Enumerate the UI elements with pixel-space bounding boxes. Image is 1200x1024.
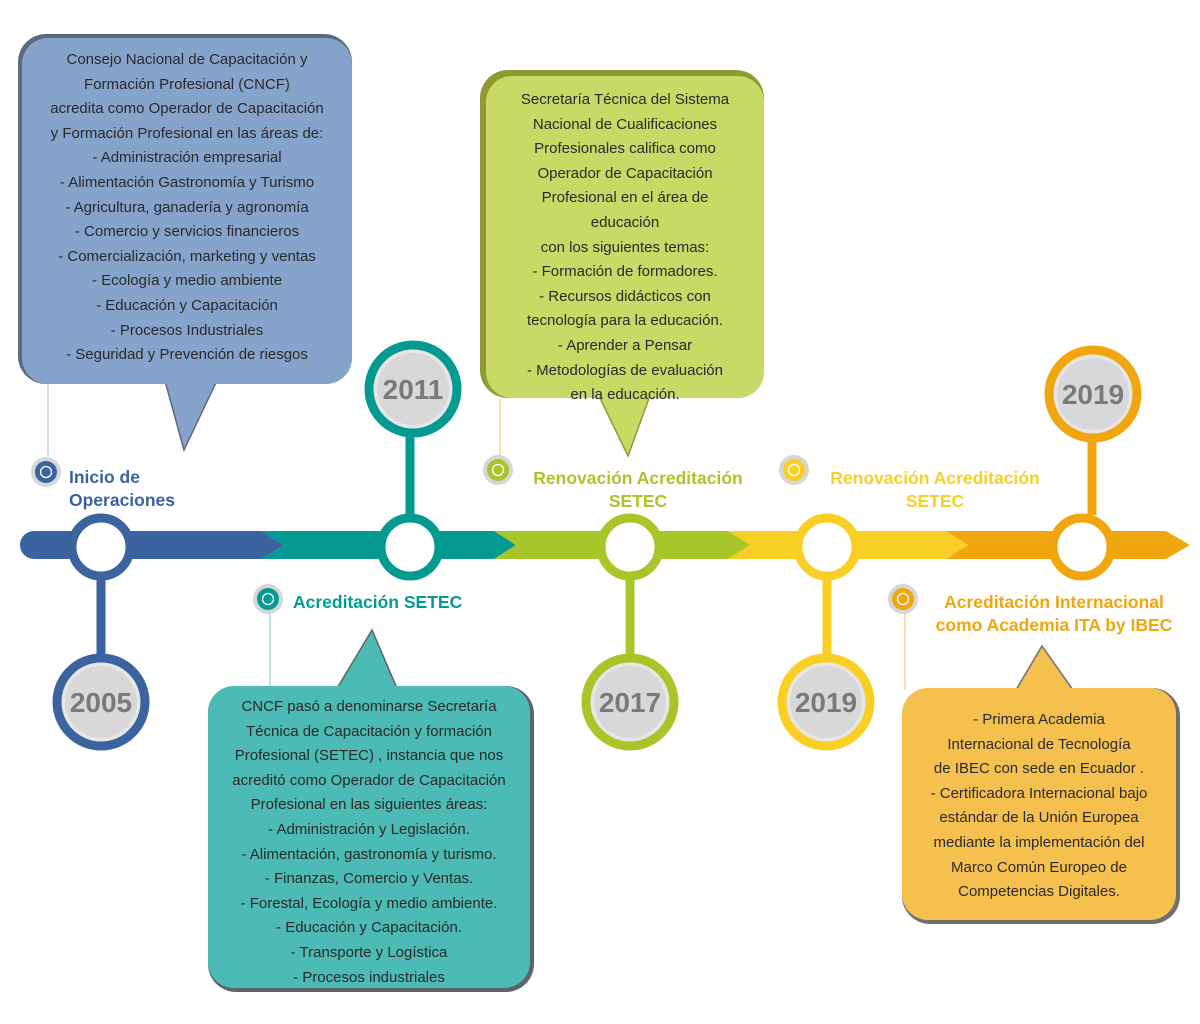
axis-ring-2019a xyxy=(793,513,861,581)
axis-ring-2017 xyxy=(596,513,664,581)
event-line: SETEC xyxy=(905,491,965,511)
year-badge-2017: 2017 xyxy=(581,653,679,751)
bubble-text-line: acreditó como Operador de Capacitación xyxy=(232,771,506,789)
bubble-text-line: - Metodologías de evaluación xyxy=(527,361,723,379)
bullet-icon-2017 xyxy=(483,455,513,485)
bubble-text-line: Competencias Digitales. xyxy=(958,883,1120,901)
bubble-text-line: - Aprender a Pensar xyxy=(557,336,693,354)
bubble-text-line: Operador de Capacitación xyxy=(537,164,713,182)
event-label-2017: Renovación Acreditación SETEC xyxy=(518,467,758,513)
year-badge-2005: 2005 xyxy=(52,653,150,751)
bubble-text-line: - Finanzas, Comercio y Ventas. xyxy=(264,870,474,888)
event-line: SETEC xyxy=(608,491,668,511)
bubble-text-line: Formación Profesional (CNCF) xyxy=(84,75,290,93)
bubble-text-line: - Comercialización, marketing y ventas xyxy=(58,247,316,265)
bubble-text-line: Secretaría Técnica del Sistema xyxy=(520,91,730,108)
timeline-arrow xyxy=(20,531,1190,559)
axis-ring-2019b xyxy=(1048,513,1116,581)
event-label-2011: Acreditación SETEC xyxy=(293,591,462,614)
bubble-text-line: - Educación y Capacitación xyxy=(96,296,278,314)
year-badge-2011: 2011 xyxy=(364,340,462,438)
bubble-text-line: acredita como Operador de Capacitación xyxy=(50,100,324,118)
arrow-segment-blue xyxy=(20,531,284,559)
bullet-icon-2011 xyxy=(253,584,283,614)
axis-ring-2005 xyxy=(67,513,135,581)
year-text-2019a: 2019 xyxy=(795,687,857,718)
event-label-2019b: Acreditación Internacional como Academia… xyxy=(918,591,1190,637)
bubble-text-line: - Recursos didácticos con xyxy=(539,287,711,305)
year-text-2011: 2011 xyxy=(383,374,444,405)
bubble-text-line: estándar de la Unión Europea xyxy=(939,809,1139,827)
bubble-text-line: Internacional de Tecnología xyxy=(947,735,1131,753)
bubble-text-line: CNCF pasó a denominarse Secretaría xyxy=(241,698,497,715)
bubble-text-line: Profesionales califica como xyxy=(534,140,716,158)
cncf-bubble: Consejo Nacional de Capacitación y Formac… xyxy=(22,38,352,384)
year-badge-2019b: 2019 xyxy=(1044,345,1142,443)
bubble-text-line: - Alimentación, gastronomía y turismo. xyxy=(241,845,497,863)
bubble-text-line: - Certificadora Internacional bajo xyxy=(930,784,1148,802)
bubble-text-line: - Primera Academia xyxy=(973,711,1105,728)
axis-rings xyxy=(67,513,1116,581)
event-line: Acreditación SETEC xyxy=(293,592,463,612)
event-line: como Academia ITA by IBEC xyxy=(935,615,1173,635)
bubble-text-line: tecnología para la educación. xyxy=(527,312,723,330)
bubble-text-line: educación xyxy=(590,213,660,231)
bubble-text-line: - Procesos Industriales xyxy=(110,321,264,339)
bubble-text-line: - Ecología y medio ambiente xyxy=(91,272,283,290)
event-line: Inicio de xyxy=(69,467,140,487)
stems xyxy=(96,436,1097,656)
bullet-icon-2019a xyxy=(779,455,809,485)
bubble-text-line: - Transporte y Logística xyxy=(290,943,448,961)
event-label-2005: Inicio de Operaciones xyxy=(69,466,175,512)
year-text-2017: 2017 xyxy=(599,687,661,718)
bubble-text-line: con los siguientes temas: xyxy=(540,238,710,256)
bubble-text-line: Marco Común Europeo de xyxy=(951,858,1127,876)
bubble-text-line: - Administración empresarial xyxy=(92,149,282,167)
bubble-text-line: Profesional (SETEC) , instancia que nos xyxy=(234,747,504,765)
bubble-text-line: - Seguridad y Prevención de riesgos xyxy=(66,346,308,364)
bubble-text-line: Profesional en las siguientes áreas: xyxy=(250,796,488,814)
event-line: Operaciones xyxy=(69,490,176,510)
year-text-2019b: 2019 xyxy=(1062,379,1124,410)
event-line: Renovación Acreditación xyxy=(533,468,743,488)
bubble-text-line: - Comercio y servicios financieros xyxy=(74,223,300,241)
bullet-icon-2005 xyxy=(31,457,61,487)
bubble-text-line: y Formación Profesional en las áreas de: xyxy=(50,124,324,142)
year-text-2005: 2005 xyxy=(70,687,132,718)
event-label-2019a: Renovación Acreditación SETEC xyxy=(815,467,1055,513)
bubble-text-line: - Educación y Capacitación. xyxy=(276,919,462,937)
bubble-text-line: Nacional de Cualificaciones xyxy=(532,115,718,133)
leader-lines xyxy=(47,384,906,690)
bubble-text-line: Técnica de Capacitación y formación xyxy=(246,722,492,740)
axis-ring-2011 xyxy=(376,513,444,581)
bubble-text-line: - Formación de formadores. xyxy=(532,263,718,281)
bubble-text-line: mediante la implementación del xyxy=(933,833,1145,851)
bubble-text-line: en la educación. xyxy=(570,386,680,404)
bubble-text-line: de IBEC con sede en Ecuador . xyxy=(933,760,1145,778)
bubble-text-line: - Agricultura, ganadería y agronomía xyxy=(65,198,309,216)
bubble-text-line: - Forestal, Ecología y medio ambiente. xyxy=(240,894,498,912)
bubble-text-line: Consejo Nacional de Capacitación y xyxy=(66,51,308,68)
bubble-text-line: - Administración y Legislación. xyxy=(268,820,470,838)
bubble-text-line: - Alimentación Gastronomía y Turismo xyxy=(59,173,315,191)
year-badge-2019a: 2019 xyxy=(777,653,875,751)
event-line: Renovación Acreditación xyxy=(830,468,1040,488)
bullet-icons xyxy=(31,455,918,614)
bubble-text-line: - Procesos industriales xyxy=(293,968,445,986)
event-line: Acreditación Internacional xyxy=(944,592,1164,612)
bullet-icon-2019b xyxy=(888,584,918,614)
bubble-text-line: Profesional en el área de xyxy=(541,189,709,207)
